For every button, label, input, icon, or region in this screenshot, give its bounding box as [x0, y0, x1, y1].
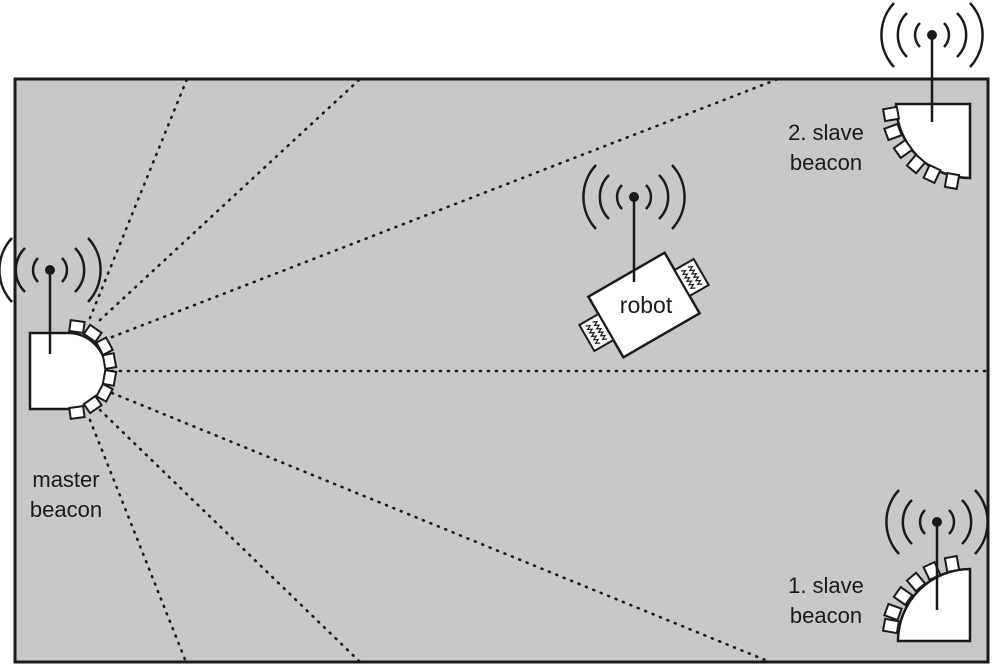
antenna-signal-icon: [0, 237, 102, 354]
signal-rays: [88, 79, 988, 662]
ray-down-3: [88, 418, 188, 662]
antenna-signal-icon: [582, 164, 686, 282]
ray-up-2: [98, 79, 362, 322]
slave-beacon-1-label-line2: beacon: [789, 603, 863, 628]
robot-wheel-right: [673, 257, 711, 298]
slave-beacon-1-label: 1. slave beacon: [770, 571, 882, 631]
slave-beacon-2-label-line2: beacon: [789, 150, 863, 175]
ray-down-1: [110, 391, 772, 662]
slave-beacon-1-label-line1: 1. slave: [788, 573, 864, 598]
ray-up-1: [110, 79, 780, 339]
slave-beacon-2: [880, 2, 984, 191]
ray-up-3: [88, 79, 189, 320]
antenna-signal-icon: [880, 2, 984, 122]
slave-beacon-1: [881, 489, 989, 643]
master-beacon: [0, 237, 118, 421]
master-beacon-sensors: [68, 318, 118, 421]
robot: [577, 250, 711, 360]
slave-beacon-1-body: [896, 567, 972, 643]
master-beacon-label-line1: master: [32, 467, 100, 492]
robot-wheel-left: [577, 312, 615, 353]
antenna-signal-icon: [885, 489, 989, 610]
robot-label: robot: [619, 292, 673, 318]
slave-beacon-2-sensors: [881, 105, 961, 191]
slave-beacon-2-label-line1: 2. slave: [788, 120, 864, 145]
master-beacon-label: master beacon: [10, 465, 122, 525]
slave-beacon-2-label: 2. slave beacon: [770, 118, 882, 178]
master-beacon-label-line2: beacon: [29, 497, 103, 522]
